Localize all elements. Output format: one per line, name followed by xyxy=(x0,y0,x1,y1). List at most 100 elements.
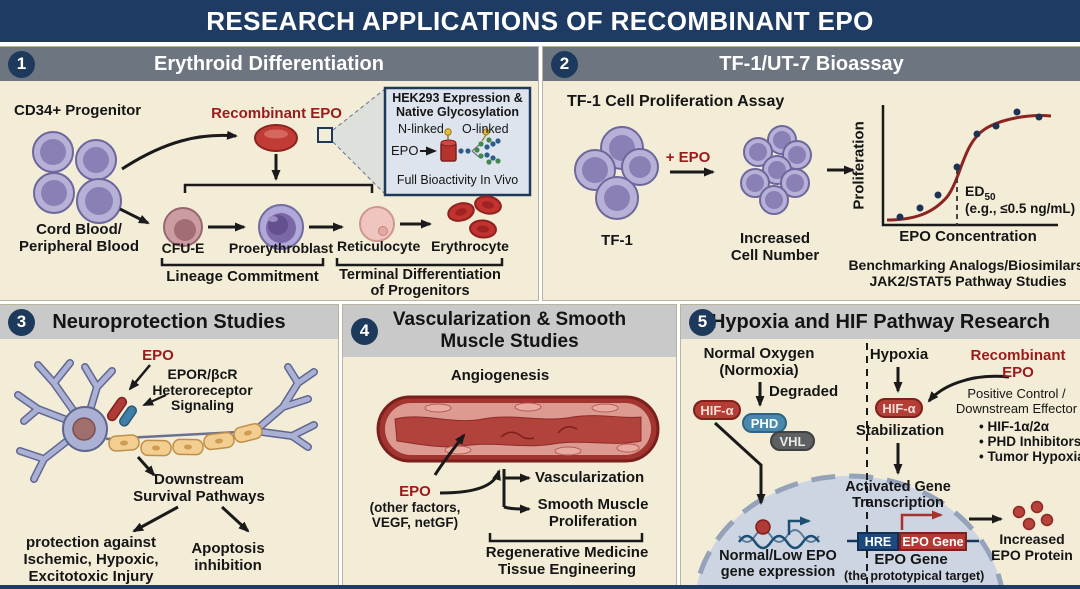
text-line: Survival Pathways xyxy=(133,487,265,505)
recombinant-epo-label: Recombinant EPO xyxy=(969,347,1067,382)
neuron-icon xyxy=(14,359,318,483)
ed50-label: ED50 xyxy=(965,183,996,203)
text-line: Proliferation xyxy=(548,512,638,530)
text-line: Regenerative Medicine xyxy=(485,544,649,561)
glycosylation-inset-box xyxy=(383,86,532,197)
epo-gene-target-label: EPO Gene (the prototypical target) xyxy=(844,551,985,583)
text-line: • PHD Inhibitors xyxy=(979,434,1080,450)
arrow-epo-to-vessel xyxy=(433,433,466,476)
cord-blood-label: Cord Blood/ Peripheral Blood xyxy=(4,221,154,256)
inset-title: HEK293 Expression & Native Glycosylation xyxy=(388,91,527,119)
hif-alpha-pill-right: HIF-α xyxy=(875,398,923,418)
text-line: (Normoxia) xyxy=(719,361,799,379)
receptor-signaling-label: EPOR/βcR Heteroreceptor Signaling xyxy=(150,366,255,414)
reticulocyte-label: Reticulocyte xyxy=(337,238,421,254)
blood-vessel-icon xyxy=(376,395,660,463)
dose-response-graph xyxy=(881,105,1058,227)
hif-pathway-graphics xyxy=(693,343,1054,589)
branch-arrows xyxy=(502,469,531,514)
hypoxia-label: Hypoxia xyxy=(869,346,929,363)
angiogenesis-label: Angiogenesis xyxy=(450,367,550,384)
text-line: EPO Gene xyxy=(874,551,948,568)
text-line: EPO xyxy=(1002,363,1034,381)
panel5-title: Hypoxia and HIF Pathway Research xyxy=(710,310,1050,333)
panel-hypoxia-hif: 5 Hypoxia and HIF Pathway Research xyxy=(680,304,1080,589)
y-axis-label: Proliferation xyxy=(850,121,868,210)
inset-epo-label: EPO xyxy=(391,143,419,158)
smooth-muscle-label: Smooth Muscle Proliferation xyxy=(535,496,651,531)
vhl-pill: VHL xyxy=(770,431,815,451)
cfue-label: CFU-E xyxy=(161,240,205,256)
text-line: Cord Blood/ xyxy=(36,221,122,238)
text-line: EPOR/βcR xyxy=(167,366,238,382)
recombinant-epo-icon xyxy=(254,124,298,152)
neuron-diagram-graphics xyxy=(14,359,318,533)
tf1-label: TF-1 xyxy=(601,232,633,249)
cfue-cell-icon xyxy=(163,207,203,247)
text-line: EPO Protein xyxy=(991,546,1073,563)
recombinant-epo-label: Recombinant EPO xyxy=(211,105,342,122)
downstream-survival-label: Downstream Survival Pathways xyxy=(128,471,270,506)
panel2-title: TF-1/UT-7 Bioassay xyxy=(719,52,904,75)
arrow-epo-curve xyxy=(439,469,501,495)
benchmarking-note: Benchmarking Analogs/Biosimilars, JAK2/S… xyxy=(840,257,1080,289)
arrow-to-protection xyxy=(132,505,179,533)
text-line: Downstream xyxy=(153,471,245,488)
arrow-epo-to-receptor xyxy=(128,364,151,391)
bioactivity-label: Full Bioactivity In Vivo xyxy=(396,173,519,187)
text-line: Heteroreceptor xyxy=(152,381,253,398)
page-title: RESEARCH APPLICATIONS OF RECOMBINANT EPO xyxy=(0,0,1080,42)
text-line: (the prototypical target) xyxy=(844,568,985,583)
erythroid-diagram-graphics xyxy=(32,86,532,267)
plus-epo-label: + EPO xyxy=(665,149,711,166)
text-line: Peripheral Blood xyxy=(18,237,140,255)
panel2-header: 2 TF-1/UT-7 Bioassay xyxy=(543,47,1080,81)
panel3-header: 3 Neuroprotection Studies xyxy=(0,305,338,339)
text-line: inhibition xyxy=(194,556,262,574)
x-axis-label: EPO Concentration xyxy=(899,228,1037,245)
proerythroblast-cell-icon xyxy=(258,204,304,250)
panel4-header: 4 Vascularization & Smooth Muscle Studie… xyxy=(343,305,676,357)
apoptosis-inhibition-label: Apoptosis inhibition xyxy=(180,540,276,575)
normal-low-epo-label: Normal/Low EPO gene expression xyxy=(719,548,837,580)
magnifier-callout-icon xyxy=(317,88,386,195)
panel1-title: Erythroid Differentiation xyxy=(153,52,384,75)
panel3-number-badge: 3 xyxy=(8,308,35,336)
text-line: • Tumor Hypoxia xyxy=(979,449,1080,465)
panel1-header: 1 Erythroid Differentiation xyxy=(0,47,538,81)
panel3-title: Neuroprotection Studies xyxy=(52,310,286,333)
text-line: gene expression xyxy=(720,564,836,581)
lineage-bracket xyxy=(160,258,325,267)
bioassay-diagram-graphics xyxy=(574,105,1058,227)
epo-label: EPO xyxy=(142,347,174,364)
text-line: Normal Oxygen xyxy=(703,345,815,362)
other-factors-label: (other factors, VEGF, netGF) xyxy=(351,500,479,530)
assay-title: TF-1 Cell Proliferation Assay xyxy=(567,93,785,110)
vascularization-label: Vascularization xyxy=(535,469,645,486)
panel-erythroid-differentiation: 1 Erythroid Differentiation xyxy=(0,46,539,301)
regenerative-bracket xyxy=(488,533,644,543)
phd-pill: PHD xyxy=(742,413,787,433)
tf1-cells-icon xyxy=(574,126,659,220)
panel1-number-badge: 1 xyxy=(8,50,35,78)
text-line: Increased xyxy=(999,531,1065,547)
text-line: Tissue Engineering xyxy=(497,560,637,578)
transcription-arrow-red xyxy=(900,510,943,530)
arrow-degradation-to-nucleus xyxy=(713,421,766,505)
hre-box: HRE xyxy=(857,532,899,551)
terminal-bracket xyxy=(335,258,504,267)
text-line: protection against xyxy=(25,534,156,551)
increased-cell-number-label: Increased Cell Number xyxy=(727,230,823,265)
epo-target-bracket xyxy=(183,183,374,193)
terminal-differentiation-label: Terminal Differentiation of Progenitors xyxy=(330,267,510,299)
o-linked-label: O-linked xyxy=(462,122,509,136)
panel5-number-badge: 5 xyxy=(689,308,716,336)
degraded-label: Degraded xyxy=(769,383,839,400)
text-line: • HIF-1α/2α xyxy=(979,419,1050,434)
text-line: Native Glycosylation xyxy=(396,105,519,119)
reticulocyte-cell-icon xyxy=(359,206,395,242)
text-line: VEGF, netGF) xyxy=(371,515,459,531)
bottom-border-strip xyxy=(0,585,1080,589)
text-line: Cell Number xyxy=(730,246,820,264)
text-line: Downstream Effector xyxy=(955,400,1078,416)
